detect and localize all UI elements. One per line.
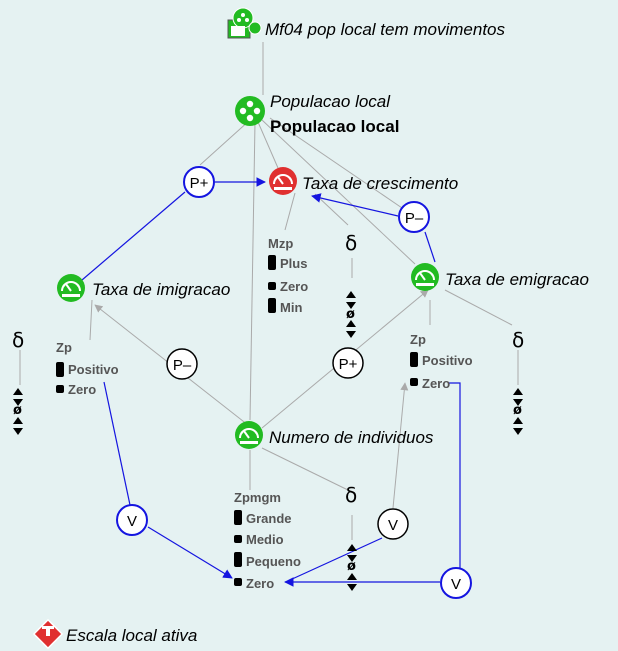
qs-title: Zpmgm	[234, 490, 281, 505]
qs-title: Zp	[410, 332, 426, 347]
qs-value: Pequeno	[246, 554, 301, 569]
quantity-label: Numero de individuos	[269, 428, 434, 447]
quantity-space-mzp: Mzp Plus Zero Min	[268, 236, 308, 315]
zero-derivative-symbol: ø	[347, 559, 356, 574]
gauge-icon	[56, 273, 86, 303]
qs-interval-mark	[410, 352, 418, 367]
zero-derivative-symbol: ø	[513, 403, 522, 418]
delta-symbol: δ	[345, 231, 357, 255]
relation-lines	[81, 177, 461, 587]
qs-point-mark	[234, 578, 242, 586]
qs-value: Zero	[422, 376, 450, 391]
quantity-space-zpmgm: Zpmgm Grande Medio Pequeno Zero	[234, 490, 301, 591]
qs-title: Zp	[56, 340, 72, 355]
derivative-arrows-icon	[13, 417, 23, 435]
gauge-icon	[410, 262, 440, 292]
relation-label: V	[451, 576, 461, 593]
quantity-space-zp-imigracao: Zp Positivo Zero	[56, 340, 119, 397]
relation-v-left[interactable]: V	[116, 504, 148, 536]
relation-p-minus-right[interactable]: P–	[398, 201, 430, 233]
relation-v-right[interactable]: V	[440, 567, 472, 599]
qs-interval-mark	[234, 510, 242, 525]
quantity-taxa-emigracao[interactable]: Taxa de emigracao	[410, 262, 589, 292]
model-fragment-node[interactable]: Mf04 pop local tem movimentos	[227, 7, 505, 39]
qs-point-mark	[410, 378, 418, 386]
qs-point-mark	[234, 535, 242, 543]
quantity-taxa-crescimento[interactable]: Taxa de crescimento	[268, 166, 458, 196]
gauge-icon	[234, 420, 264, 450]
delta-symbol: δ	[512, 328, 524, 352]
derivative-arrows-icon	[513, 417, 523, 435]
relation-p-plus-top[interactable]: P+	[183, 166, 215, 198]
relation-label: P–	[173, 357, 192, 374]
derivative-mzp: δ ø	[345, 231, 357, 338]
qs-interval-mark	[268, 255, 276, 270]
relation-p-plus-mid[interactable]: P+	[332, 347, 364, 379]
qs-title: Mzp	[268, 236, 293, 251]
gauge-icon	[268, 166, 298, 196]
qs-value: Medio	[246, 532, 284, 547]
assumption-node[interactable]: Escala local ativa	[32, 618, 197, 650]
qs-value: Zero	[246, 576, 274, 591]
derivative-arrows-icon	[346, 320, 356, 338]
derivative-imigracao: δ ø	[12, 328, 24, 435]
quantity-label: Taxa de imigracao	[92, 280, 230, 299]
qs-value: Zero	[68, 382, 96, 397]
quantity-label: Taxa de emigracao	[445, 270, 589, 289]
qs-value: Zero	[280, 279, 308, 294]
qs-point-mark	[268, 282, 276, 290]
entity-label: Populacao local	[270, 92, 391, 111]
delta-symbol: δ	[345, 483, 357, 507]
qs-value: Grande	[246, 511, 292, 526]
relation-label: P+	[190, 175, 209, 192]
quantity-space-zp-emigracao: Zp Positivo Zero	[410, 332, 473, 391]
delta-symbol: δ	[12, 328, 24, 352]
relation-label: V	[127, 513, 137, 530]
entity-name: Populacao local	[270, 117, 399, 136]
relation-p-minus-left[interactable]: P–	[166, 348, 198, 380]
relation-label: V	[388, 517, 398, 534]
qs-value: Positivo	[422, 353, 473, 368]
assumption-icon	[32, 618, 64, 650]
assumption-label: Escala local ativa	[66, 626, 197, 645]
qs-value: Plus	[280, 256, 307, 271]
entity-node[interactable]: Populacao local Populacao local	[235, 92, 399, 136]
quantity-label: Taxa de crescimento	[302, 174, 458, 193]
zero-derivative-symbol: ø	[346, 307, 355, 322]
quantity-numero-individuos[interactable]: Numero de individuos	[234, 420, 434, 450]
derivative-emigracao: δ ø	[512, 328, 524, 435]
relation-v-mid[interactable]: V	[377, 508, 409, 540]
quantity-taxa-imigracao[interactable]: Taxa de imigracao	[56, 273, 230, 303]
model-fragment-icon	[227, 7, 262, 39]
qs-interval-mark	[234, 552, 242, 567]
entity-icon	[235, 96, 265, 126]
relation-label: P+	[339, 356, 358, 373]
model-fragment-label: Mf04 pop local tem movimentos	[265, 20, 505, 39]
zero-derivative-symbol: ø	[13, 403, 22, 418]
qs-interval-mark	[268, 298, 276, 313]
qs-value: Min	[280, 300, 302, 315]
relation-label: P–	[405, 210, 424, 227]
derivative-numero: δ ø	[345, 483, 357, 591]
qs-interval-mark	[56, 362, 64, 377]
qs-value: Positivo	[68, 362, 119, 377]
qs-point-mark	[56, 385, 64, 393]
